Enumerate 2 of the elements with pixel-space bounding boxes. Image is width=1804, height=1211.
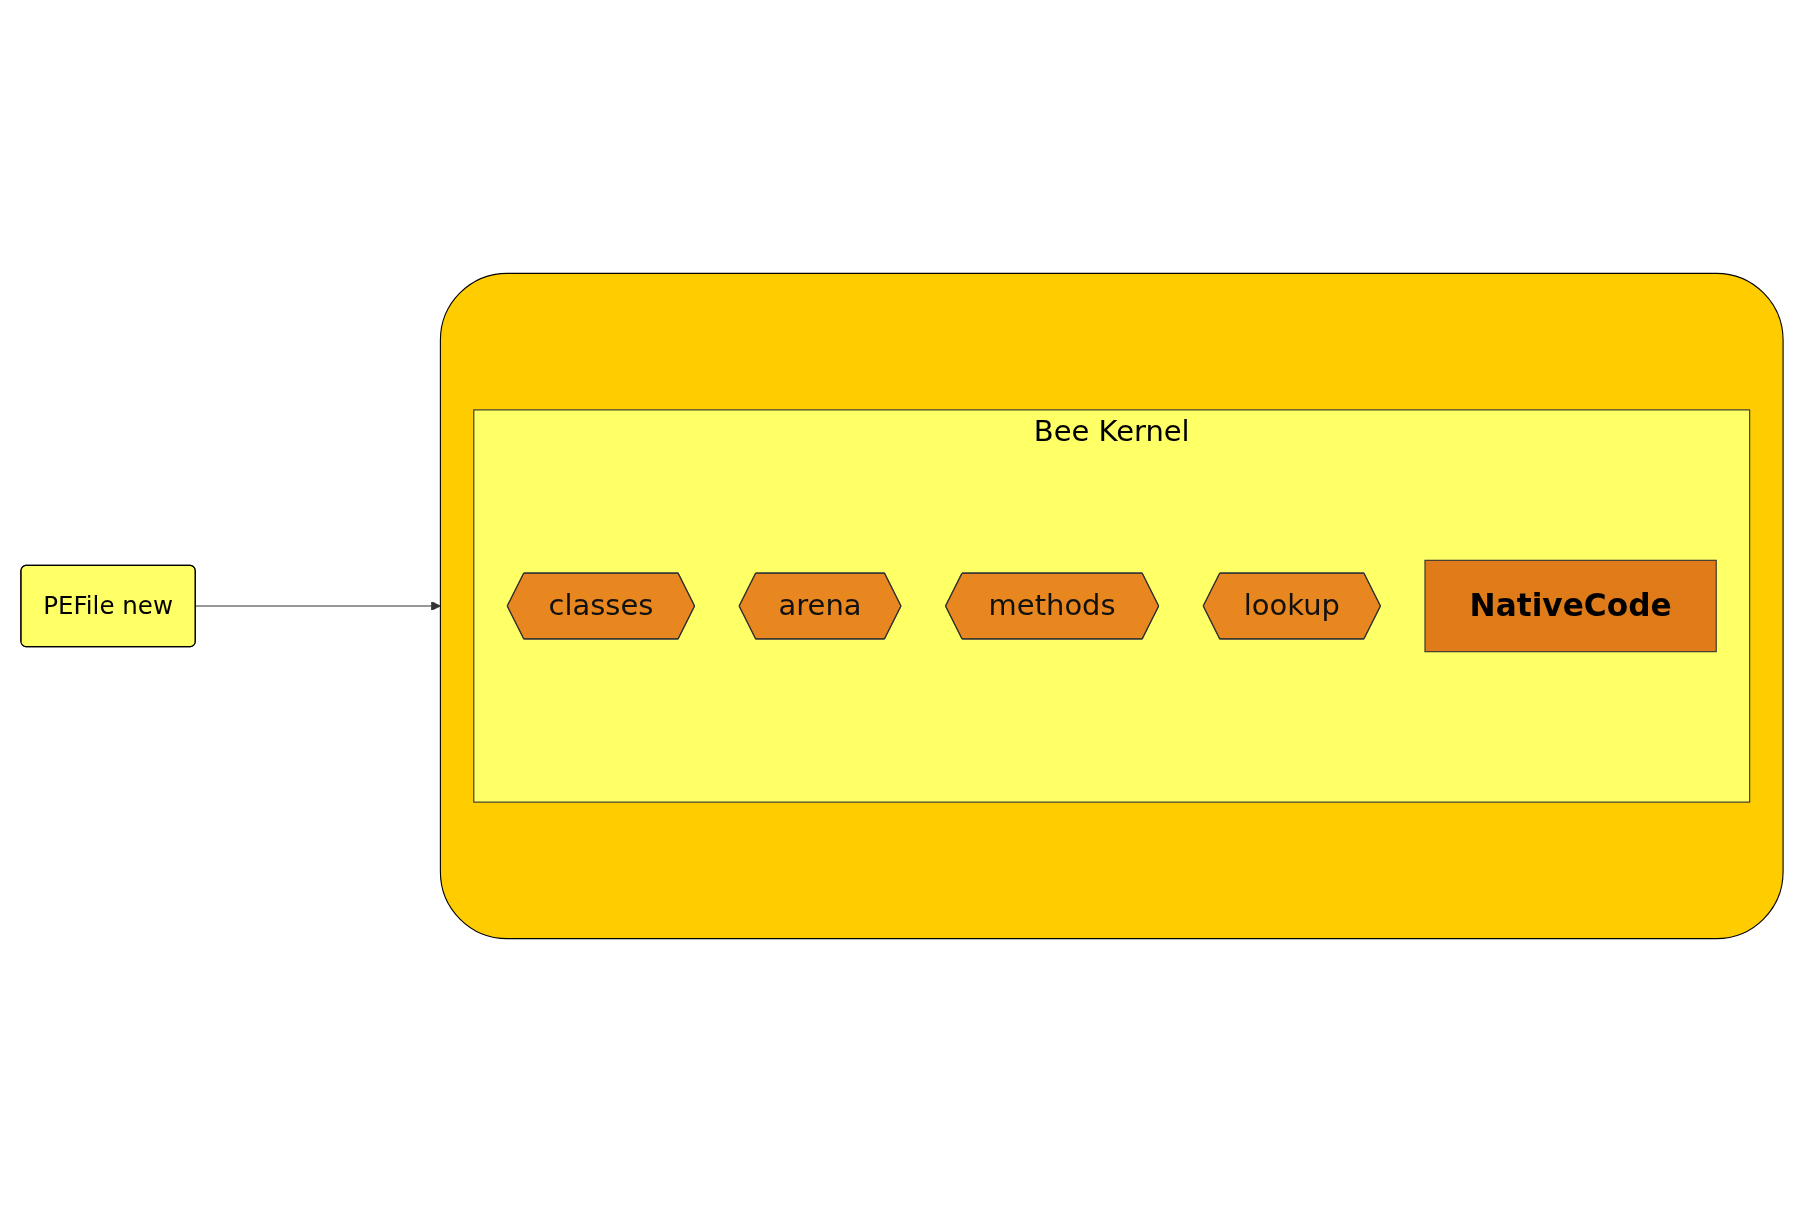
node-box: NativeCode bbox=[1424, 559, 1717, 652]
cluster bbox=[439, 272, 1784, 939]
